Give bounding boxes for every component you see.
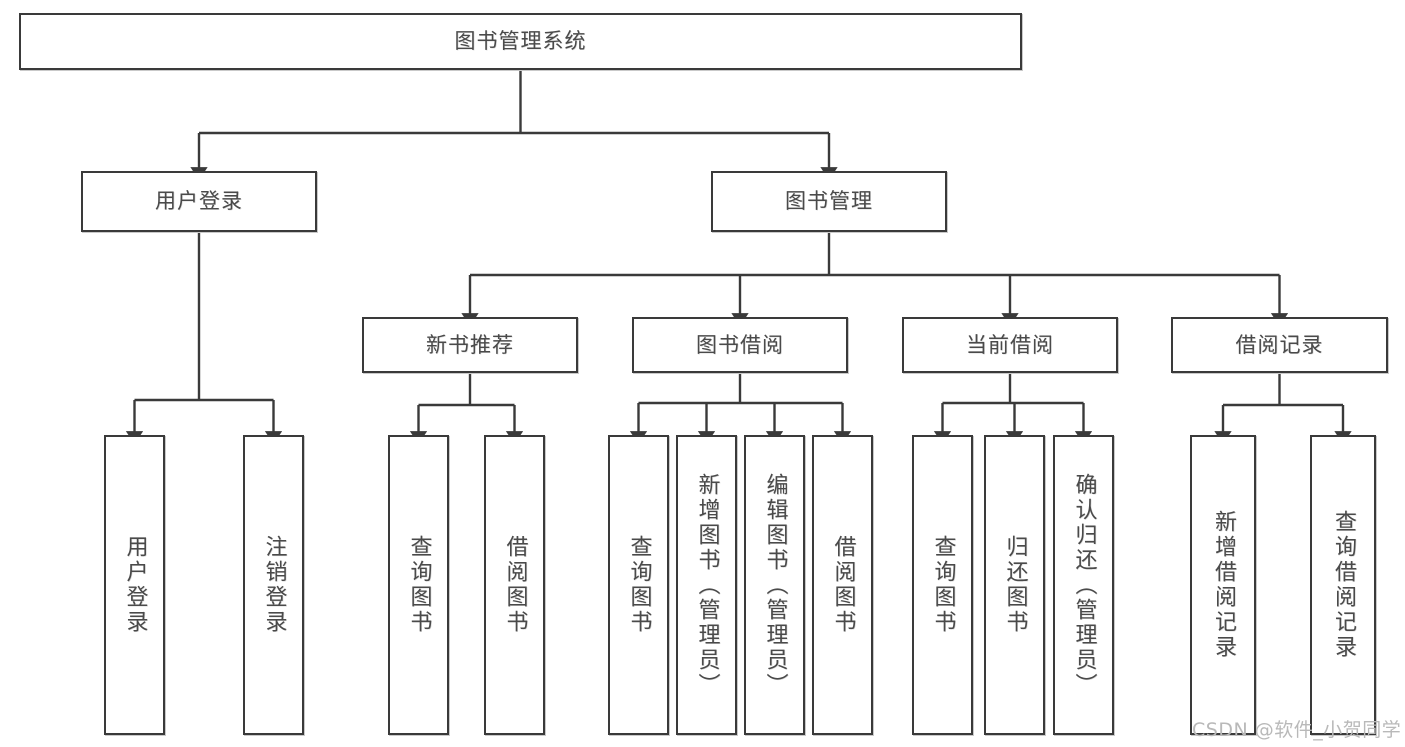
node-label-br-add-record: 新增借阅记录 xyxy=(1210,510,1236,660)
node-cb-query-book[interactable]: 查询图书 xyxy=(912,435,973,735)
node-bb-query-book[interactable]: 查询图书 xyxy=(608,435,669,735)
node-label-cb-return-book: 归还图书 xyxy=(1002,535,1028,635)
node-br-add-record[interactable]: 新增借阅记录 xyxy=(1190,435,1256,735)
node-user-login-do[interactable]: 用户登录 xyxy=(104,435,165,735)
node-borrow-record[interactable]: 借阅记录 xyxy=(1171,317,1388,373)
node-label-user-logout: 注销登录 xyxy=(261,535,287,635)
node-nbr-borrow-book[interactable]: 借阅图书 xyxy=(484,435,545,735)
node-br-query-record[interactable]: 查询借阅记录 xyxy=(1310,435,1376,735)
node-label-bb-add-book: 新增图书（管理员） xyxy=(694,472,720,698)
node-label-nbr-borrow-book: 借阅图书 xyxy=(502,535,528,635)
node-label-cb-query-book: 查询图书 xyxy=(930,535,956,635)
node-cb-confirm-return[interactable]: 确认归还（管理员） xyxy=(1053,435,1114,735)
node-label-borrow-record: 借阅记录 xyxy=(1235,332,1324,357)
node-label-bb-borrow-book: 借阅图书 xyxy=(830,535,856,635)
node-label-nbr-query-book: 查询图书 xyxy=(406,535,432,635)
node-label-root: 图书管理系统 xyxy=(454,29,587,54)
node-book-manage[interactable]: 图书管理 xyxy=(711,171,947,232)
node-root[interactable]: 图书管理系统 xyxy=(19,13,1022,70)
node-new-book-rec[interactable]: 新书推荐 xyxy=(362,317,578,373)
node-label-book-manage: 图书管理 xyxy=(785,189,873,214)
node-label-new-book-rec: 新书推荐 xyxy=(426,332,514,357)
csdn-watermark: CSDN @软件_小贺同学 xyxy=(1192,719,1402,741)
node-user-login[interactable]: 用户登录 xyxy=(81,171,317,232)
node-label-book-borrow: 图书借阅 xyxy=(696,332,784,357)
node-bb-edit-book[interactable]: 编辑图书（管理员） xyxy=(744,435,805,735)
node-bb-borrow-book[interactable]: 借阅图书 xyxy=(812,435,873,735)
node-label-user-login-do: 用户登录 xyxy=(122,535,148,635)
node-label-bb-edit-book: 编辑图书（管理员） xyxy=(762,472,788,698)
node-label-br-query-record: 查询借阅记录 xyxy=(1330,510,1356,660)
node-bb-add-book[interactable]: 新增图书（管理员） xyxy=(676,435,737,735)
node-label-bb-query-book: 查询图书 xyxy=(626,535,652,635)
node-cb-return-book[interactable]: 归还图书 xyxy=(984,435,1045,735)
node-label-current-borrow: 当前借阅 xyxy=(966,332,1054,357)
node-user-logout[interactable]: 注销登录 xyxy=(243,435,304,735)
node-book-borrow[interactable]: 图书借阅 xyxy=(632,317,848,373)
node-nbr-query-book[interactable]: 查询图书 xyxy=(388,435,449,735)
node-label-user-login: 用户登录 xyxy=(155,189,243,214)
node-current-borrow[interactable]: 当前借阅 xyxy=(902,317,1118,373)
node-label-cb-confirm-return: 确认归还（管理员） xyxy=(1071,472,1097,698)
